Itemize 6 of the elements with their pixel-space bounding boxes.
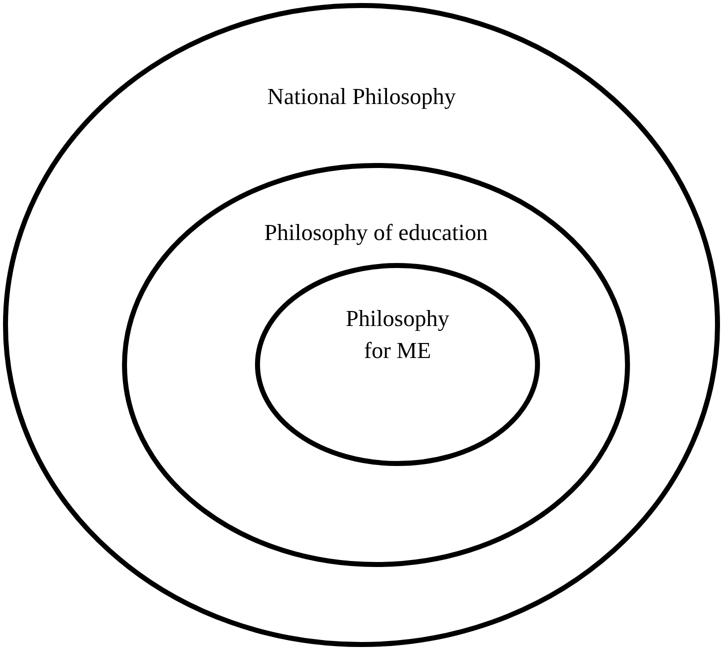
- ellipse-shape: [3, 3, 720, 647]
- ellipse-label: Philosophy for ME: [344, 305, 450, 365]
- ellipse-label: National Philosophy: [266, 83, 457, 111]
- ellipse-label: Philosophy of education: [263, 219, 489, 247]
- ellipse-shape: [255, 263, 540, 466]
- ellipse-shape: [122, 163, 630, 567]
